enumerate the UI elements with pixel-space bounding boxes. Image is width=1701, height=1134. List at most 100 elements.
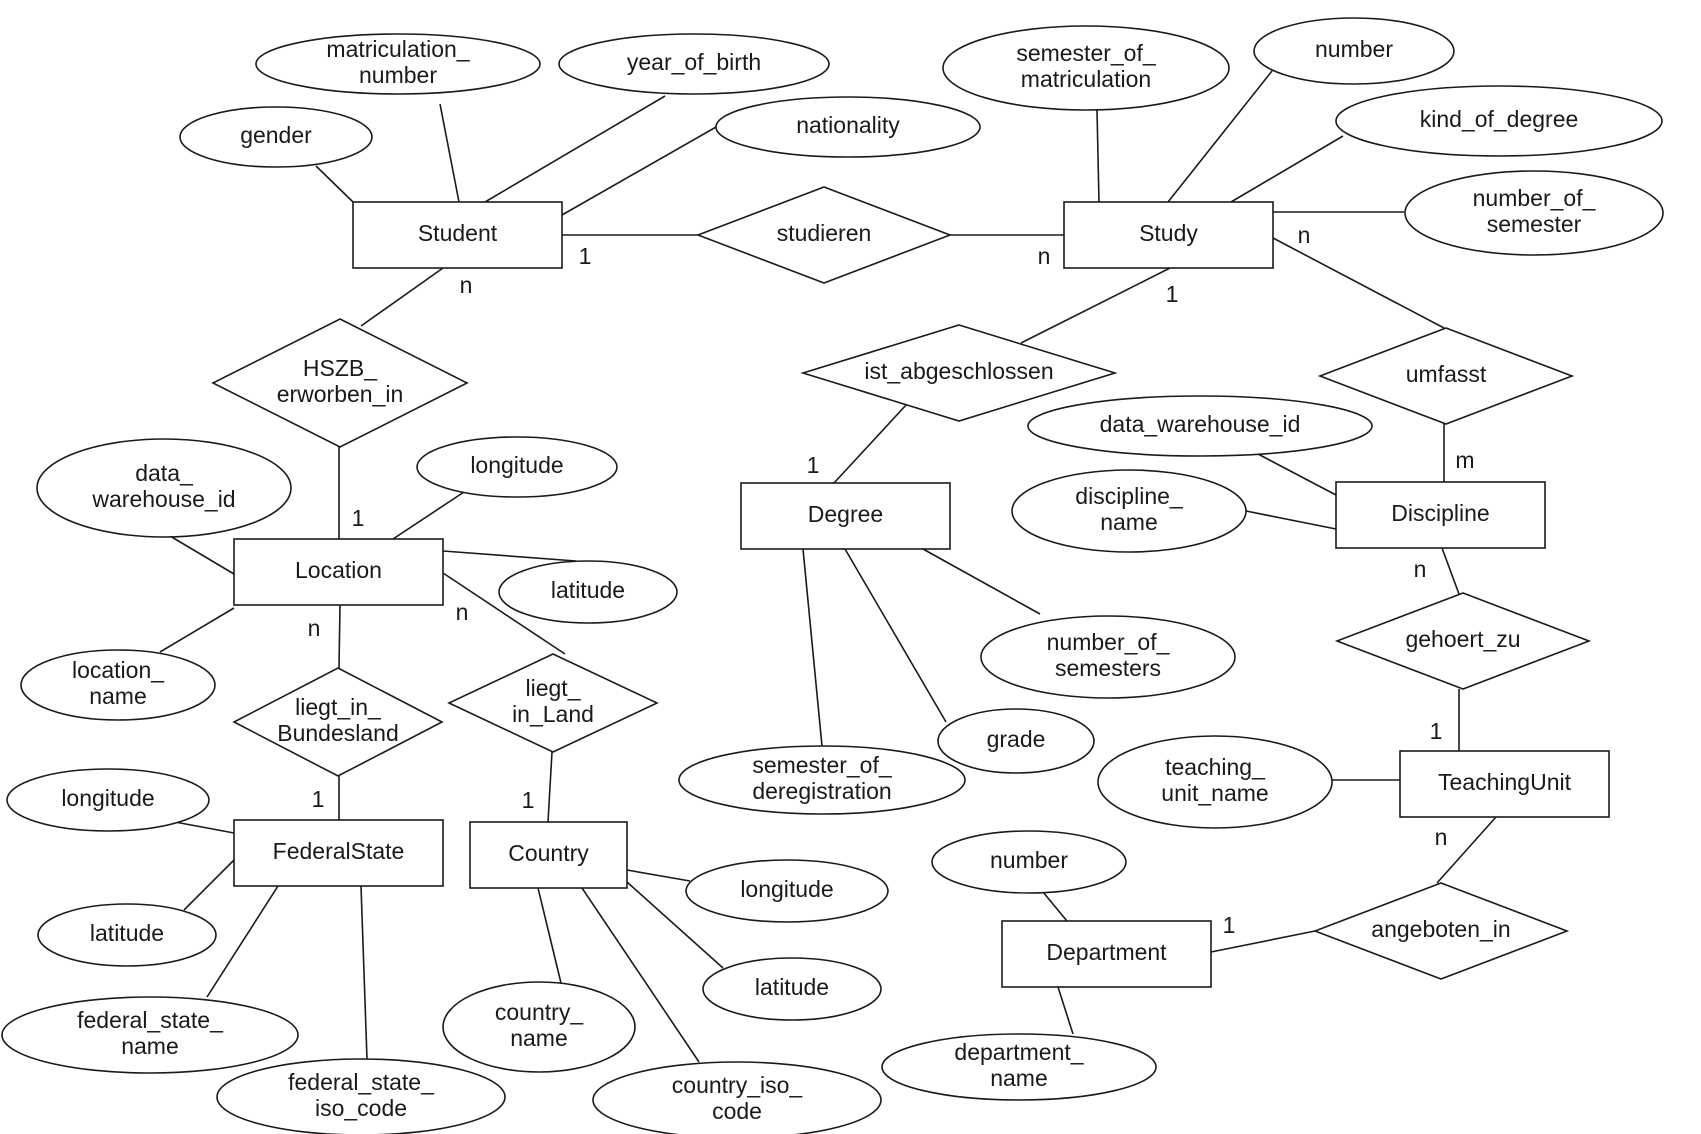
attribute-label: year_of_birth xyxy=(627,49,761,75)
attribute-label: name xyxy=(89,683,147,709)
relationship-umfasst[interactable]: umfasst xyxy=(1317,327,1575,425)
attribute-ellipse xyxy=(558,33,830,95)
relationship-label: gehoert_zu xyxy=(1405,626,1520,652)
relationship-ist-abgeschlossen[interactable]: ist_abgeschlossen xyxy=(800,324,1118,422)
attribute-federalstate-longitude[interactable]: longitude xyxy=(6,768,210,832)
attribute-ellipse xyxy=(20,649,216,721)
attribute-country-latitude[interactable]: latitude xyxy=(702,957,882,1021)
attribute-label: data_warehouse_id xyxy=(1100,411,1301,437)
attribute-federalstate-federal-state-name[interactable]: federal_state_name xyxy=(1,996,299,1074)
attribute-link-discipline-discipline-name xyxy=(1245,510,1337,530)
attribute-link-degree-semester-of-deregistration xyxy=(802,548,823,747)
attribute-federalstate-latitude[interactable]: latitude xyxy=(37,903,217,967)
attribute-ellipse xyxy=(1335,85,1663,157)
attribute-country-country-iso-code[interactable]: country_iso_code xyxy=(592,1061,882,1134)
attribute-degree-grade[interactable]: grade xyxy=(937,708,1095,774)
attribute-location-location-name[interactable]: location_name xyxy=(20,649,216,721)
attribute-label: discipline_ xyxy=(1075,483,1184,509)
entity-box xyxy=(469,821,628,889)
attribute-link-location-latitude xyxy=(442,550,577,562)
entity-location[interactable]: Location xyxy=(233,538,444,606)
attribute-student-nationality[interactable]: nationality xyxy=(715,96,981,158)
relationship-angeboten-in[interactable]: angeboten_in xyxy=(1312,882,1570,980)
attribute-label: semester_of_ xyxy=(1016,40,1157,66)
attribute-study-number-of-semester[interactable]: number_of_semester xyxy=(1404,170,1664,256)
relationship-hszb[interactable]: HSZB_erworben_in xyxy=(211,318,469,448)
relationship-liegt-in-land[interactable]: liegt_in_Land xyxy=(447,653,659,753)
entity-label: Location xyxy=(295,557,382,583)
cardinality-federalstate-liegt-in-bundesland: 1 xyxy=(312,786,325,812)
attribute-label: latitude xyxy=(755,974,829,1000)
attribute-country-longitude[interactable]: longitude xyxy=(685,859,889,923)
attribute-federalstate-federal-state-iso-code[interactable]: federal_state_iso_code xyxy=(216,1058,506,1134)
attribute-department-department-name[interactable]: department_name xyxy=(881,1033,1157,1101)
attribute-degree-semester-of-deregistration[interactable]: semester_of_deregistration xyxy=(678,745,966,815)
attribute-student-year-of-birth[interactable]: year_of_birth xyxy=(558,33,830,95)
entity-federalstate[interactable]: FederalState xyxy=(233,819,444,887)
entity-degree[interactable]: Degree xyxy=(740,482,951,550)
relationship-gehoert-zu[interactable]: gehoert_zu xyxy=(1334,592,1592,690)
entity-teachingunit[interactable]: TeachingUnit xyxy=(1399,750,1610,818)
attribute-ellipse xyxy=(1097,735,1333,829)
attribute-study-semester-of-matriculation[interactable]: semester_of_matriculation xyxy=(942,25,1230,111)
cardinality-teachingunit-gehoert-zu: 1 xyxy=(1430,718,1443,744)
entity-box xyxy=(233,538,444,606)
relationship-link-angeboten-in xyxy=(1436,816,1497,884)
relationship-link-gehoert-zu xyxy=(1441,547,1460,595)
relationship-diamond xyxy=(232,667,444,777)
entity-box xyxy=(1001,920,1212,988)
attribute-department-number[interactable]: number xyxy=(931,830,1127,894)
relationship-label: ist_abgeschlossen xyxy=(864,358,1053,384)
attribute-ellipse xyxy=(442,981,636,1073)
entity-box xyxy=(1335,481,1546,549)
attribute-teachingunit-teaching-unit-name[interactable]: teaching_unit_name xyxy=(1097,735,1333,829)
attribute-location-latitude[interactable]: latitude xyxy=(498,560,678,624)
entity-country[interactable]: Country xyxy=(469,821,628,889)
attribute-ellipse xyxy=(702,957,882,1021)
entity-student[interactable]: Student xyxy=(352,201,563,269)
relationship-link-liegt-in-land xyxy=(547,751,553,823)
attribute-country-country-name[interactable]: country_name xyxy=(442,981,636,1073)
attribute-label: number xyxy=(359,62,437,88)
attribute-location-longitude[interactable]: longitude xyxy=(416,436,618,498)
attribute-discipline-discipline-name[interactable]: discipline_name xyxy=(1011,469,1247,553)
attribute-label: semester xyxy=(1487,211,1582,237)
attribute-label: country_iso_ xyxy=(672,1072,804,1098)
cardinality-study-ist-abgeschlossen: 1 xyxy=(1166,281,1179,307)
attribute-study-number[interactable]: number xyxy=(1253,17,1455,85)
entity-label: TeachingUnit xyxy=(1438,769,1572,795)
relationship-diamond xyxy=(211,318,469,448)
relationship-liegt-in-bundesland[interactable]: liegt_in_Bundesland xyxy=(232,667,444,777)
relationship-link-ist-abgeschlossen xyxy=(1020,267,1171,344)
attribute-link-federalstate-federal-state-name xyxy=(206,885,279,998)
attribute-study-kind-of-degree[interactable]: kind_of_degree xyxy=(1335,85,1663,157)
cardinality-student-studieren: 1 xyxy=(579,243,592,269)
attribute-label: latitude xyxy=(551,577,625,603)
attribute-ellipse xyxy=(685,859,889,923)
attribute-degree-number-of-semesters[interactable]: number_of_semesters xyxy=(980,615,1236,699)
attribute-discipline-data-warehouse-id[interactable]: data_warehouse_id xyxy=(1027,395,1373,457)
attribute-label: longitude xyxy=(61,785,154,811)
attribute-location-data-warehouse-id[interactable]: data_warehouse_id xyxy=(36,438,292,538)
entity-box xyxy=(233,819,444,887)
attribute-link-degree-grade xyxy=(844,548,947,723)
attribute-student-matriculation-number[interactable]: matriculation_number xyxy=(255,33,541,95)
relationship-link-ist-abgeschlossen xyxy=(833,403,908,484)
attribute-label: longitude xyxy=(470,452,563,478)
entity-study[interactable]: Study xyxy=(1063,201,1274,269)
entity-box xyxy=(352,201,563,269)
attribute-ellipse xyxy=(1011,469,1247,553)
entity-box xyxy=(1063,201,1274,269)
entity-discipline[interactable]: Discipline xyxy=(1335,481,1546,549)
relationship-studieren[interactable]: studieren xyxy=(695,186,953,284)
entity-box xyxy=(1399,750,1610,818)
entity-department[interactable]: Department xyxy=(1001,920,1212,988)
cardinality-degree-ist-abgeschlossen: 1 xyxy=(807,452,820,478)
attribute-student-gender[interactable]: gender xyxy=(179,106,373,168)
attribute-ellipse xyxy=(37,903,217,967)
attribute-ellipse xyxy=(942,25,1230,111)
cardinality-student-hszb: n xyxy=(460,272,473,298)
attribute-ellipse xyxy=(1253,17,1455,85)
attribute-label: kind_of_degree xyxy=(1420,106,1579,132)
